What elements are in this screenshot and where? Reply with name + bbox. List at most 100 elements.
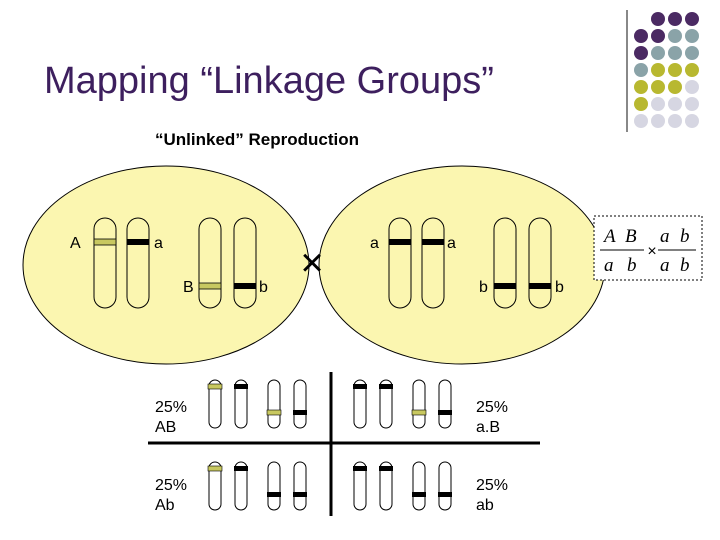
chromosome	[126, 217, 150, 309]
decorative-dot	[634, 63, 648, 77]
gene-band-a	[422, 239, 444, 245]
right-parent-chromosomes	[388, 217, 552, 309]
offspring-gene-band	[411, 409, 427, 416]
left-parent-chromosomes	[93, 217, 257, 309]
decorative-dot	[634, 46, 648, 60]
offspring-chromosome	[412, 461, 426, 511]
decorative-dot	[651, 46, 665, 60]
offspring-chromosome	[412, 379, 426, 429]
allele-label-a: a	[447, 235, 456, 252]
offspring-chromosome	[234, 461, 248, 511]
notation-right-top-a: a	[660, 226, 670, 247]
offspring-chromosome	[438, 461, 452, 511]
allele-label-a: a	[154, 235, 163, 252]
offspring-chromosome	[234, 379, 248, 429]
allele-label-B: B	[183, 279, 194, 296]
chromosome	[388, 217, 412, 309]
offspring-gene-band	[234, 466, 248, 471]
offspring-gene-band	[438, 410, 452, 415]
offspring-chromosome	[293, 461, 307, 511]
notation-right-top-b: b	[680, 226, 690, 247]
decorative-vertical-line	[626, 10, 628, 132]
offspring-percent-aB: 25%	[476, 399, 508, 416]
decorative-dot	[668, 29, 682, 43]
offspring-chromosome	[293, 379, 307, 429]
offspring-chromosome	[353, 379, 367, 429]
gene-band-b	[494, 283, 516, 289]
offspring-chromosome	[208, 379, 222, 429]
offspring-chromosome	[267, 461, 281, 511]
offspring-genotype-aB: a.B	[476, 419, 500, 436]
offspring-percent-ab: 25%	[476, 477, 508, 494]
offspring-chromosome	[438, 379, 452, 429]
parent-cell-right	[318, 165, 606, 365]
notation-left-top-B: B	[625, 226, 637, 247]
allele-label-a: a	[370, 235, 379, 252]
offspring-genotype-Ab: Ab	[155, 497, 175, 514]
notation-right-bottom-b: b	[680, 255, 690, 276]
allele-label-b: b	[555, 279, 564, 296]
offspring-gene-band	[353, 384, 367, 389]
slide-subtitle: “Unlinked” Reproduction	[155, 130, 359, 149]
offspring-genotype-ab: ab	[476, 497, 494, 514]
cross-symbol: ×	[300, 241, 323, 285]
offspring-gene-band	[207, 383, 223, 390]
decorative-dot	[668, 97, 682, 111]
decorative-dot	[651, 12, 665, 26]
offspring-gene-band	[207, 465, 223, 472]
decorative-dot	[685, 12, 699, 26]
offspring-gene-band	[412, 492, 426, 497]
offspring-gene-band	[234, 384, 248, 389]
decorative-dot	[634, 29, 648, 43]
offspring-chromosome	[379, 379, 393, 429]
cross-notation-box	[593, 215, 703, 281]
decorative-dot	[685, 80, 699, 94]
allele-label-A: A	[70, 235, 81, 252]
decorative-dot	[685, 97, 699, 111]
notation-cross-symbol: ×	[647, 243, 656, 260]
decorative-dot	[685, 63, 699, 77]
chromosome	[198, 217, 222, 309]
slide-title: Mapping “Linkage Groups”	[44, 60, 494, 102]
decorative-dot	[685, 46, 699, 60]
notation-right-bottom-a: a	[660, 255, 670, 276]
decorative-dot-grid	[634, 12, 699, 128]
decorative-dot	[651, 114, 665, 128]
offspring-gene-band	[293, 410, 307, 415]
offspring-chromosome	[267, 379, 281, 429]
offspring-chromosome	[208, 461, 222, 511]
decorative-dot	[634, 80, 648, 94]
decorative-dot	[685, 114, 699, 128]
allele-label-b: b	[479, 279, 488, 296]
gene-band-a	[389, 239, 411, 245]
notation-left-bottom-a: a	[604, 255, 614, 276]
offspring-chromosome	[379, 461, 393, 511]
chromosome	[233, 217, 257, 309]
offspring-chromosome	[353, 461, 367, 511]
decorative-dot	[685, 29, 699, 43]
allele-label-b: b	[259, 279, 268, 296]
chromosome	[93, 217, 117, 309]
gene-band-B	[198, 282, 222, 290]
offspring-genotype-AB: AB	[155, 419, 176, 436]
notation-left-bottom-b: b	[627, 255, 637, 276]
decorative-dot	[668, 12, 682, 26]
cross-notation: A B a b × a b a b	[593, 215, 703, 281]
parent-cell-left	[22, 165, 310, 365]
chromosome	[493, 217, 517, 309]
decorative-dot	[668, 63, 682, 77]
chromosome	[421, 217, 445, 309]
gene-band-b	[234, 283, 256, 289]
decorative-dot	[651, 63, 665, 77]
offspring-gene-band	[293, 492, 307, 497]
offspring-gene-band	[379, 466, 393, 471]
offspring-gene-band	[267, 492, 281, 497]
offspring-gene-band	[266, 409, 282, 416]
gene-band-a	[127, 239, 149, 245]
gene-band-A	[93, 238, 117, 246]
decorative-dot	[668, 80, 682, 94]
decorative-dot	[651, 97, 665, 111]
offspring-percent-Ab: 25%	[155, 477, 187, 494]
gene-band-b	[529, 283, 551, 289]
